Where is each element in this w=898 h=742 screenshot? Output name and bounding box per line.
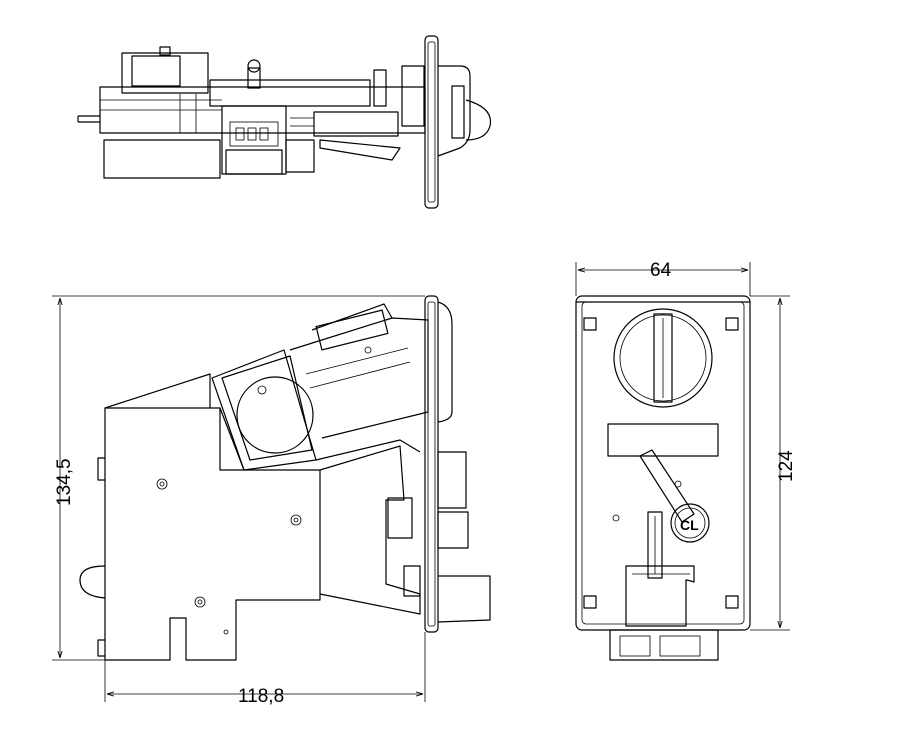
dimension-top-width: 64 [575, 260, 751, 296]
side-view [79, 295, 491, 661]
dim-text-118-8: 118,8 [238, 686, 284, 707]
dim-text-134-5: 134,5 [54, 458, 75, 506]
dimension-bottom-width: 118,8 [104, 632, 426, 707]
dimension-right-height: 124 [750, 295, 797, 631]
dimension-left-height: 134,5 [52, 295, 425, 661]
logo-badge [670, 503, 710, 543]
dim-text-124: 124 [776, 450, 797, 482]
logo-text: CL [680, 517, 699, 533]
top-view [77, 35, 492, 209]
dim-text-64: 64 [650, 260, 672, 281]
front-view: CL [575, 295, 751, 661]
